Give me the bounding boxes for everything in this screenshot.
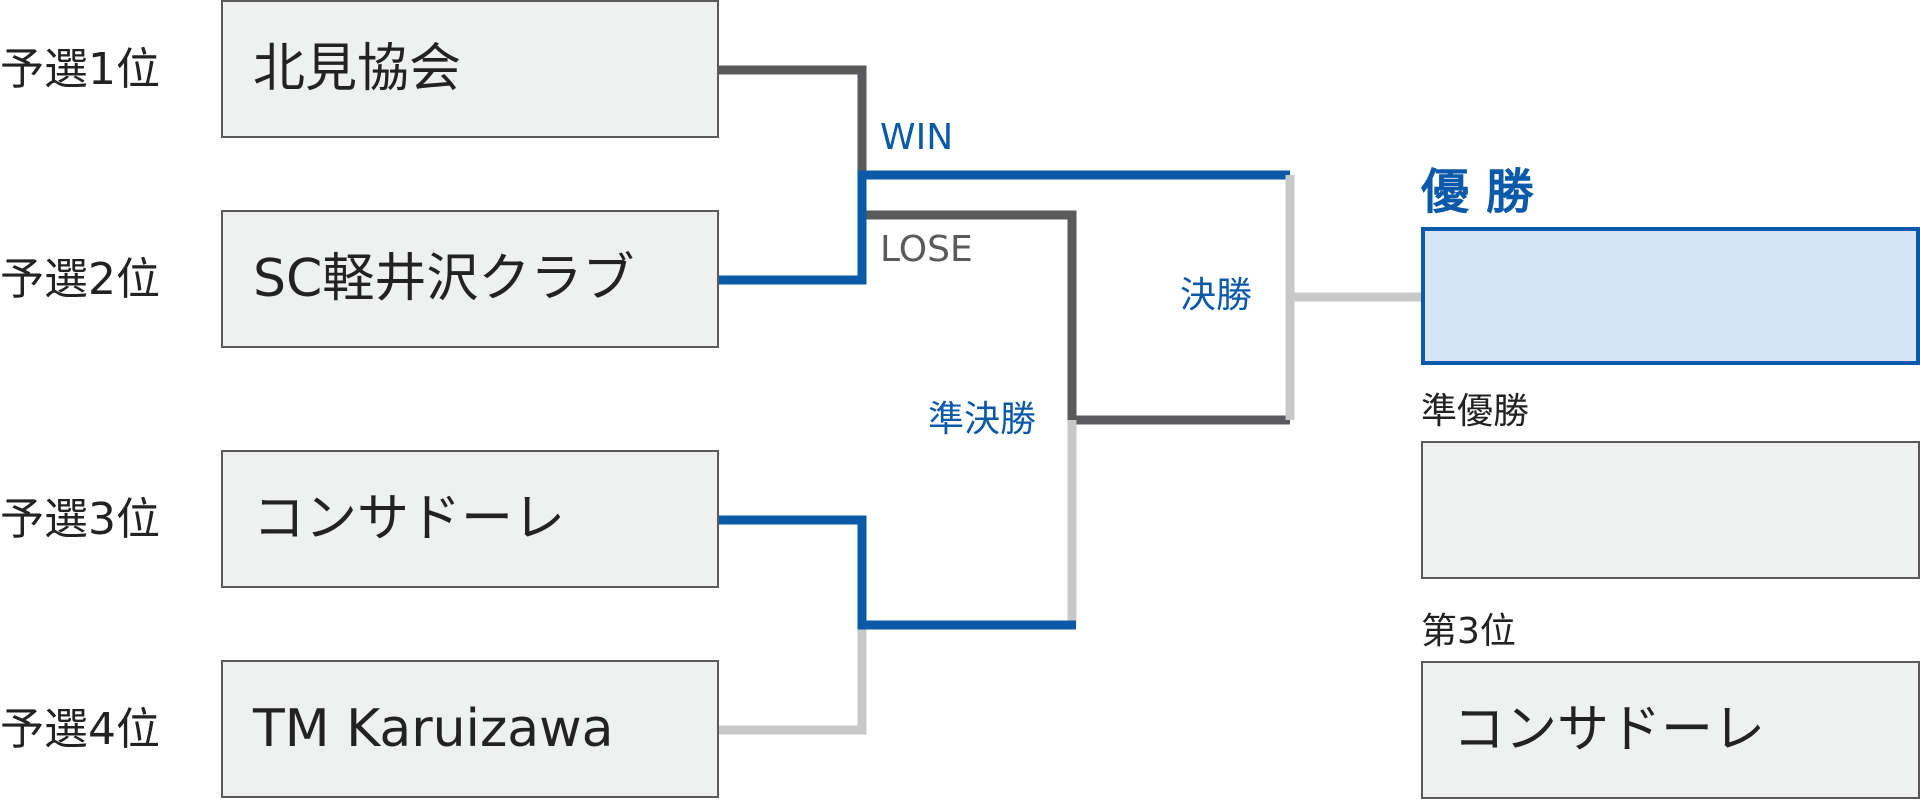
runner-up-label: 準優勝	[1421, 391, 1530, 432]
bracket-line-team3-win	[719, 515, 1076, 630]
final-label: 決勝	[1180, 275, 1253, 316]
team-name-2: SC軽井沢クラブ	[253, 249, 635, 309]
team-box-2: SC軽井沢クラブ	[221, 210, 719, 348]
third-place-box: コンサドーレ	[1421, 661, 1920, 799]
runner-up-box	[1421, 441, 1920, 579]
semifinal-label: 準決勝	[928, 399, 1037, 440]
seed-label-1: 予選1位	[0, 44, 160, 95]
lose-label: LOSE	[880, 229, 973, 270]
seed-label-4: 予選4位	[0, 704, 160, 755]
team-box-3: コンサドーレ	[221, 450, 719, 588]
team-name-4: TM Karuizawa	[253, 699, 614, 759]
team-box-1: 北見協会	[221, 0, 719, 138]
third-place-team: コンサドーレ	[1453, 700, 1766, 760]
team-box-4: TM Karuizawa	[221, 660, 719, 798]
seed-label-2: 予選2位	[0, 254, 160, 305]
team-name-3: コンサドーレ	[253, 489, 566, 549]
bracket-line-team1-lose	[719, 65, 867, 175]
champion-box	[1421, 227, 1920, 365]
bracket-line-team2-win	[719, 170, 1290, 285]
team-name-1: 北見協会	[253, 39, 462, 99]
seed-label-3: 予選3位	[0, 494, 160, 545]
champion-label: 優 勝	[1421, 164, 1534, 220]
bracket-line-team4	[719, 625, 867, 735]
bracket-line-sf1-lose	[866, 210, 1290, 425]
win-label: WIN	[880, 117, 954, 158]
third-place-label: 第3位	[1421, 611, 1516, 652]
